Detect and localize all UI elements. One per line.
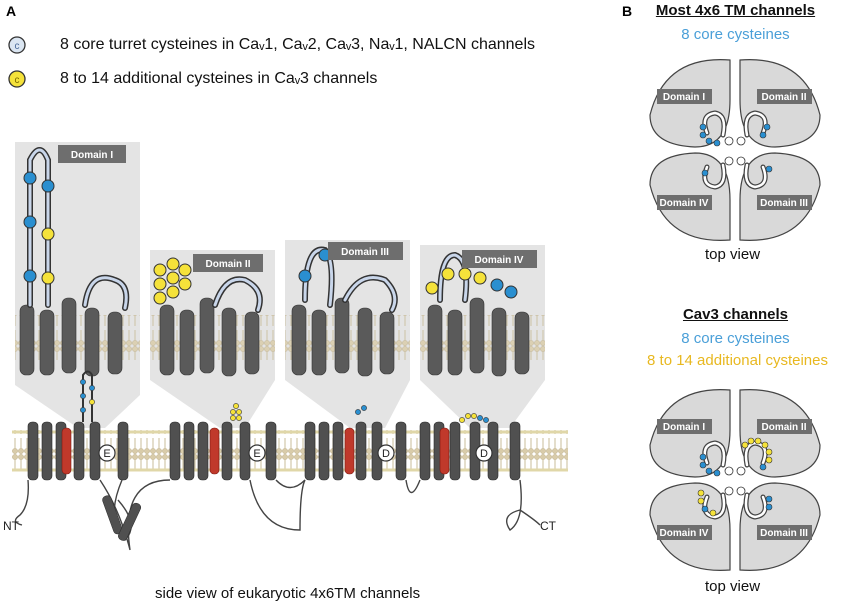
filter-letter-4: D — [480, 448, 488, 460]
bottom-domain-iii-label: Domain III — [760, 528, 808, 539]
panel-a-letter: A — [6, 3, 17, 19]
top-view-caption-2: top view — [705, 578, 761, 595]
filter-letter-2: E — [253, 448, 260, 460]
top-view-caption-1: top view — [705, 246, 761, 263]
additional-cysteine-legend-icon: c — [8, 70, 26, 88]
top-view-diagram-cav3: Domain I Domain II Domain IV Domain III — [649, 389, 821, 571]
bottom-domain-ii-label: Domain II — [761, 422, 806, 433]
side-view-caption: side view of eukaryotic 4x6TM channels — [155, 585, 421, 602]
svg-text:c: c — [15, 75, 20, 86]
nt-label: NT — [3, 519, 20, 533]
top-view-diagram-most: Domain I Domain II Domain IV Domain III — [649, 59, 821, 241]
legend-core-text: 8 core turret cysteines in Caᵥ1, Caᵥ2, C… — [60, 36, 535, 53]
top-domain-iii-label: Domain III — [760, 198, 808, 209]
domain-iii-label: Domain III — [341, 247, 389, 258]
domain-i-label: Domain I — [71, 150, 113, 161]
bottom-panel-title: Cav3 channels — [682, 306, 789, 323]
top-domain-ii-label: Domain II — [761, 92, 806, 103]
bottom-domain-i-label: Domain I — [663, 422, 705, 433]
bottom-panel-subtitle-core: 8 core cysteines — [681, 330, 790, 347]
bottom-panel-subtitle-additional: 8 to 14 additional cysteines — [647, 352, 828, 369]
panel-b-letter: B — [622, 3, 633, 19]
top-domain-iv-label: Domain IV — [660, 198, 709, 209]
domain-iv-label: Domain IV — [475, 255, 524, 266]
legend-additional-text: 8 to 14 additional cysteines in Caᵥ3 cha… — [60, 70, 378, 87]
ct-label: CT — [540, 519, 557, 533]
top-panel-title: Most 4x6 TM channels — [655, 2, 816, 19]
core-cysteine-legend-icon: c — [8, 36, 26, 54]
top-domain-i-label: Domain I — [663, 92, 705, 103]
domain-ii-label: Domain II — [205, 259, 250, 270]
svg-text:c: c — [15, 41, 20, 52]
filter-letter-1: E — [103, 448, 110, 460]
bottom-domain-iv-label: Domain IV — [660, 528, 709, 539]
filter-letter-3: D — [382, 448, 390, 460]
side-view-diagram: E E D D Domain I Domain II Domain III — [3, 142, 568, 551]
top-panel-subtitle: 8 core cysteines — [681, 26, 790, 43]
